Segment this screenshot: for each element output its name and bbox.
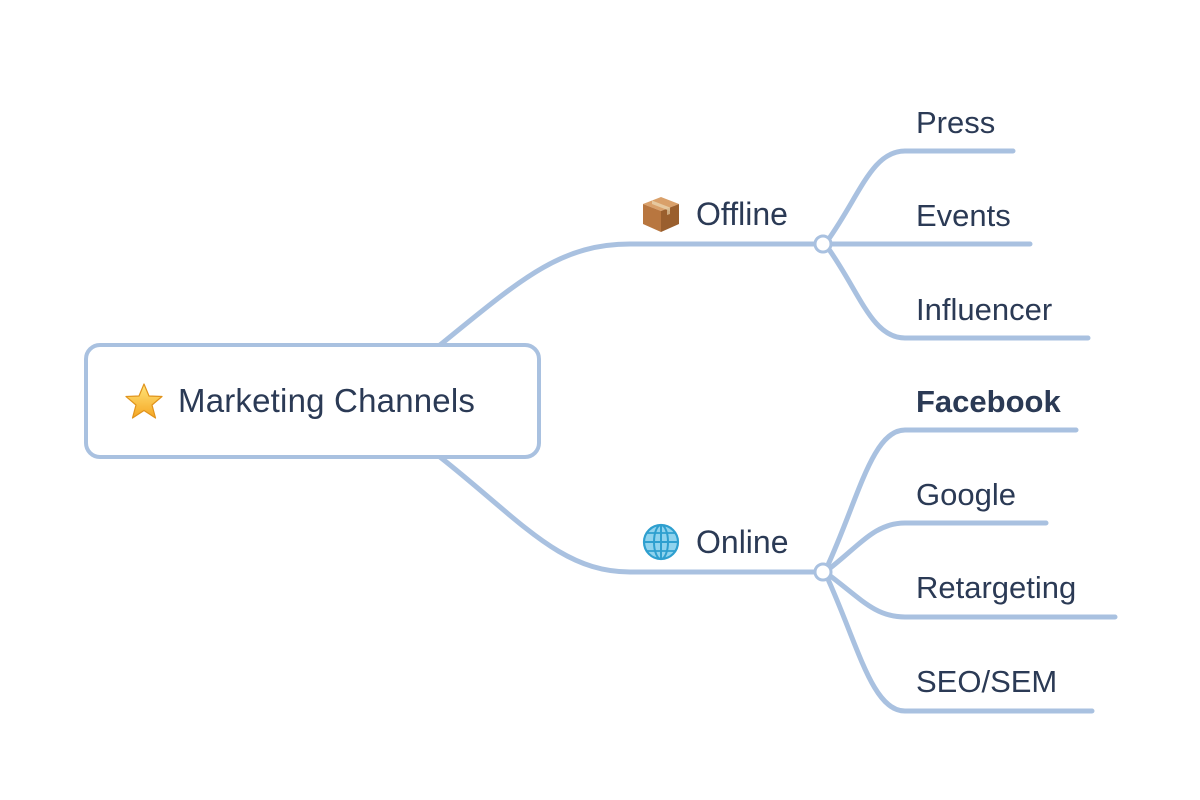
link-online-google bbox=[826, 520, 1049, 572]
star-icon bbox=[124, 382, 164, 420]
link-root-online bbox=[437, 454, 817, 575]
branch-label-offline: Offline bbox=[696, 195, 788, 232]
branch-node-offline[interactable]: Offline bbox=[640, 192, 788, 236]
root-label: Marketing Channels bbox=[178, 382, 476, 419]
leaf-label: Influencer bbox=[916, 292, 1053, 327]
package-icon bbox=[640, 194, 682, 234]
leaf-label: SEO/SEM bbox=[916, 664, 1058, 699]
link-online-retargeting bbox=[826, 572, 1118, 620]
leaf-node-influencer[interactable]: Influencer bbox=[916, 290, 1052, 330]
leaf-node-facebook[interactable]: Facebook bbox=[916, 382, 1061, 422]
leaf-label: Google bbox=[916, 477, 1016, 512]
leaf-node-seo-sem[interactable]: SEO/SEM bbox=[916, 662, 1057, 702]
leaf-node-google[interactable]: Google bbox=[916, 475, 1016, 515]
collapse-toggle-online[interactable] bbox=[813, 562, 833, 582]
leaf-node-events[interactable]: Events bbox=[916, 196, 1011, 236]
link-root-offline bbox=[437, 241, 817, 348]
link-online-facebook bbox=[824, 427, 1079, 570]
globe-icon bbox=[640, 522, 682, 562]
leaf-label: Retargeting bbox=[916, 570, 1077, 605]
leaf-label: Facebook bbox=[916, 384, 1061, 419]
branch-label-online: Online bbox=[696, 523, 789, 560]
link-online-seosem bbox=[824, 574, 1095, 714]
leaf-label: Events bbox=[916, 198, 1011, 233]
branch-node-online[interactable]: Online bbox=[640, 520, 789, 564]
collapse-toggle-offline[interactable] bbox=[813, 234, 833, 254]
leaf-node-press[interactable]: Press bbox=[916, 103, 995, 143]
root-node[interactable]: Marketing Channels bbox=[84, 343, 541, 459]
leaf-node-retargeting[interactable]: Retargeting bbox=[916, 568, 1076, 608]
leaf-label: Press bbox=[916, 105, 996, 140]
link-offline-press bbox=[825, 148, 1016, 243]
link-offline-influencer bbox=[825, 245, 1091, 341]
